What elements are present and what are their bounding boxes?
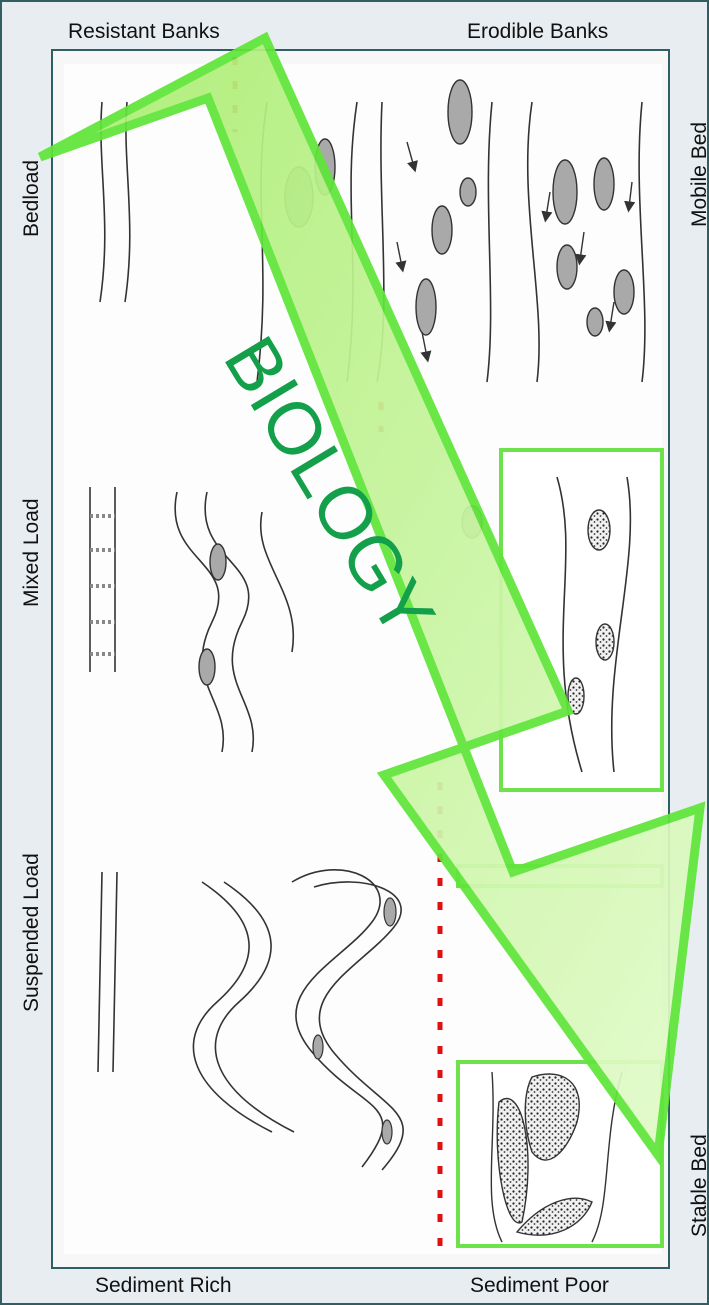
diagram-drawing: BIOLOGY	[2, 2, 707, 1303]
diagram-page: Resistant Banks Erodible Banks Sediment …	[0, 0, 709, 1305]
